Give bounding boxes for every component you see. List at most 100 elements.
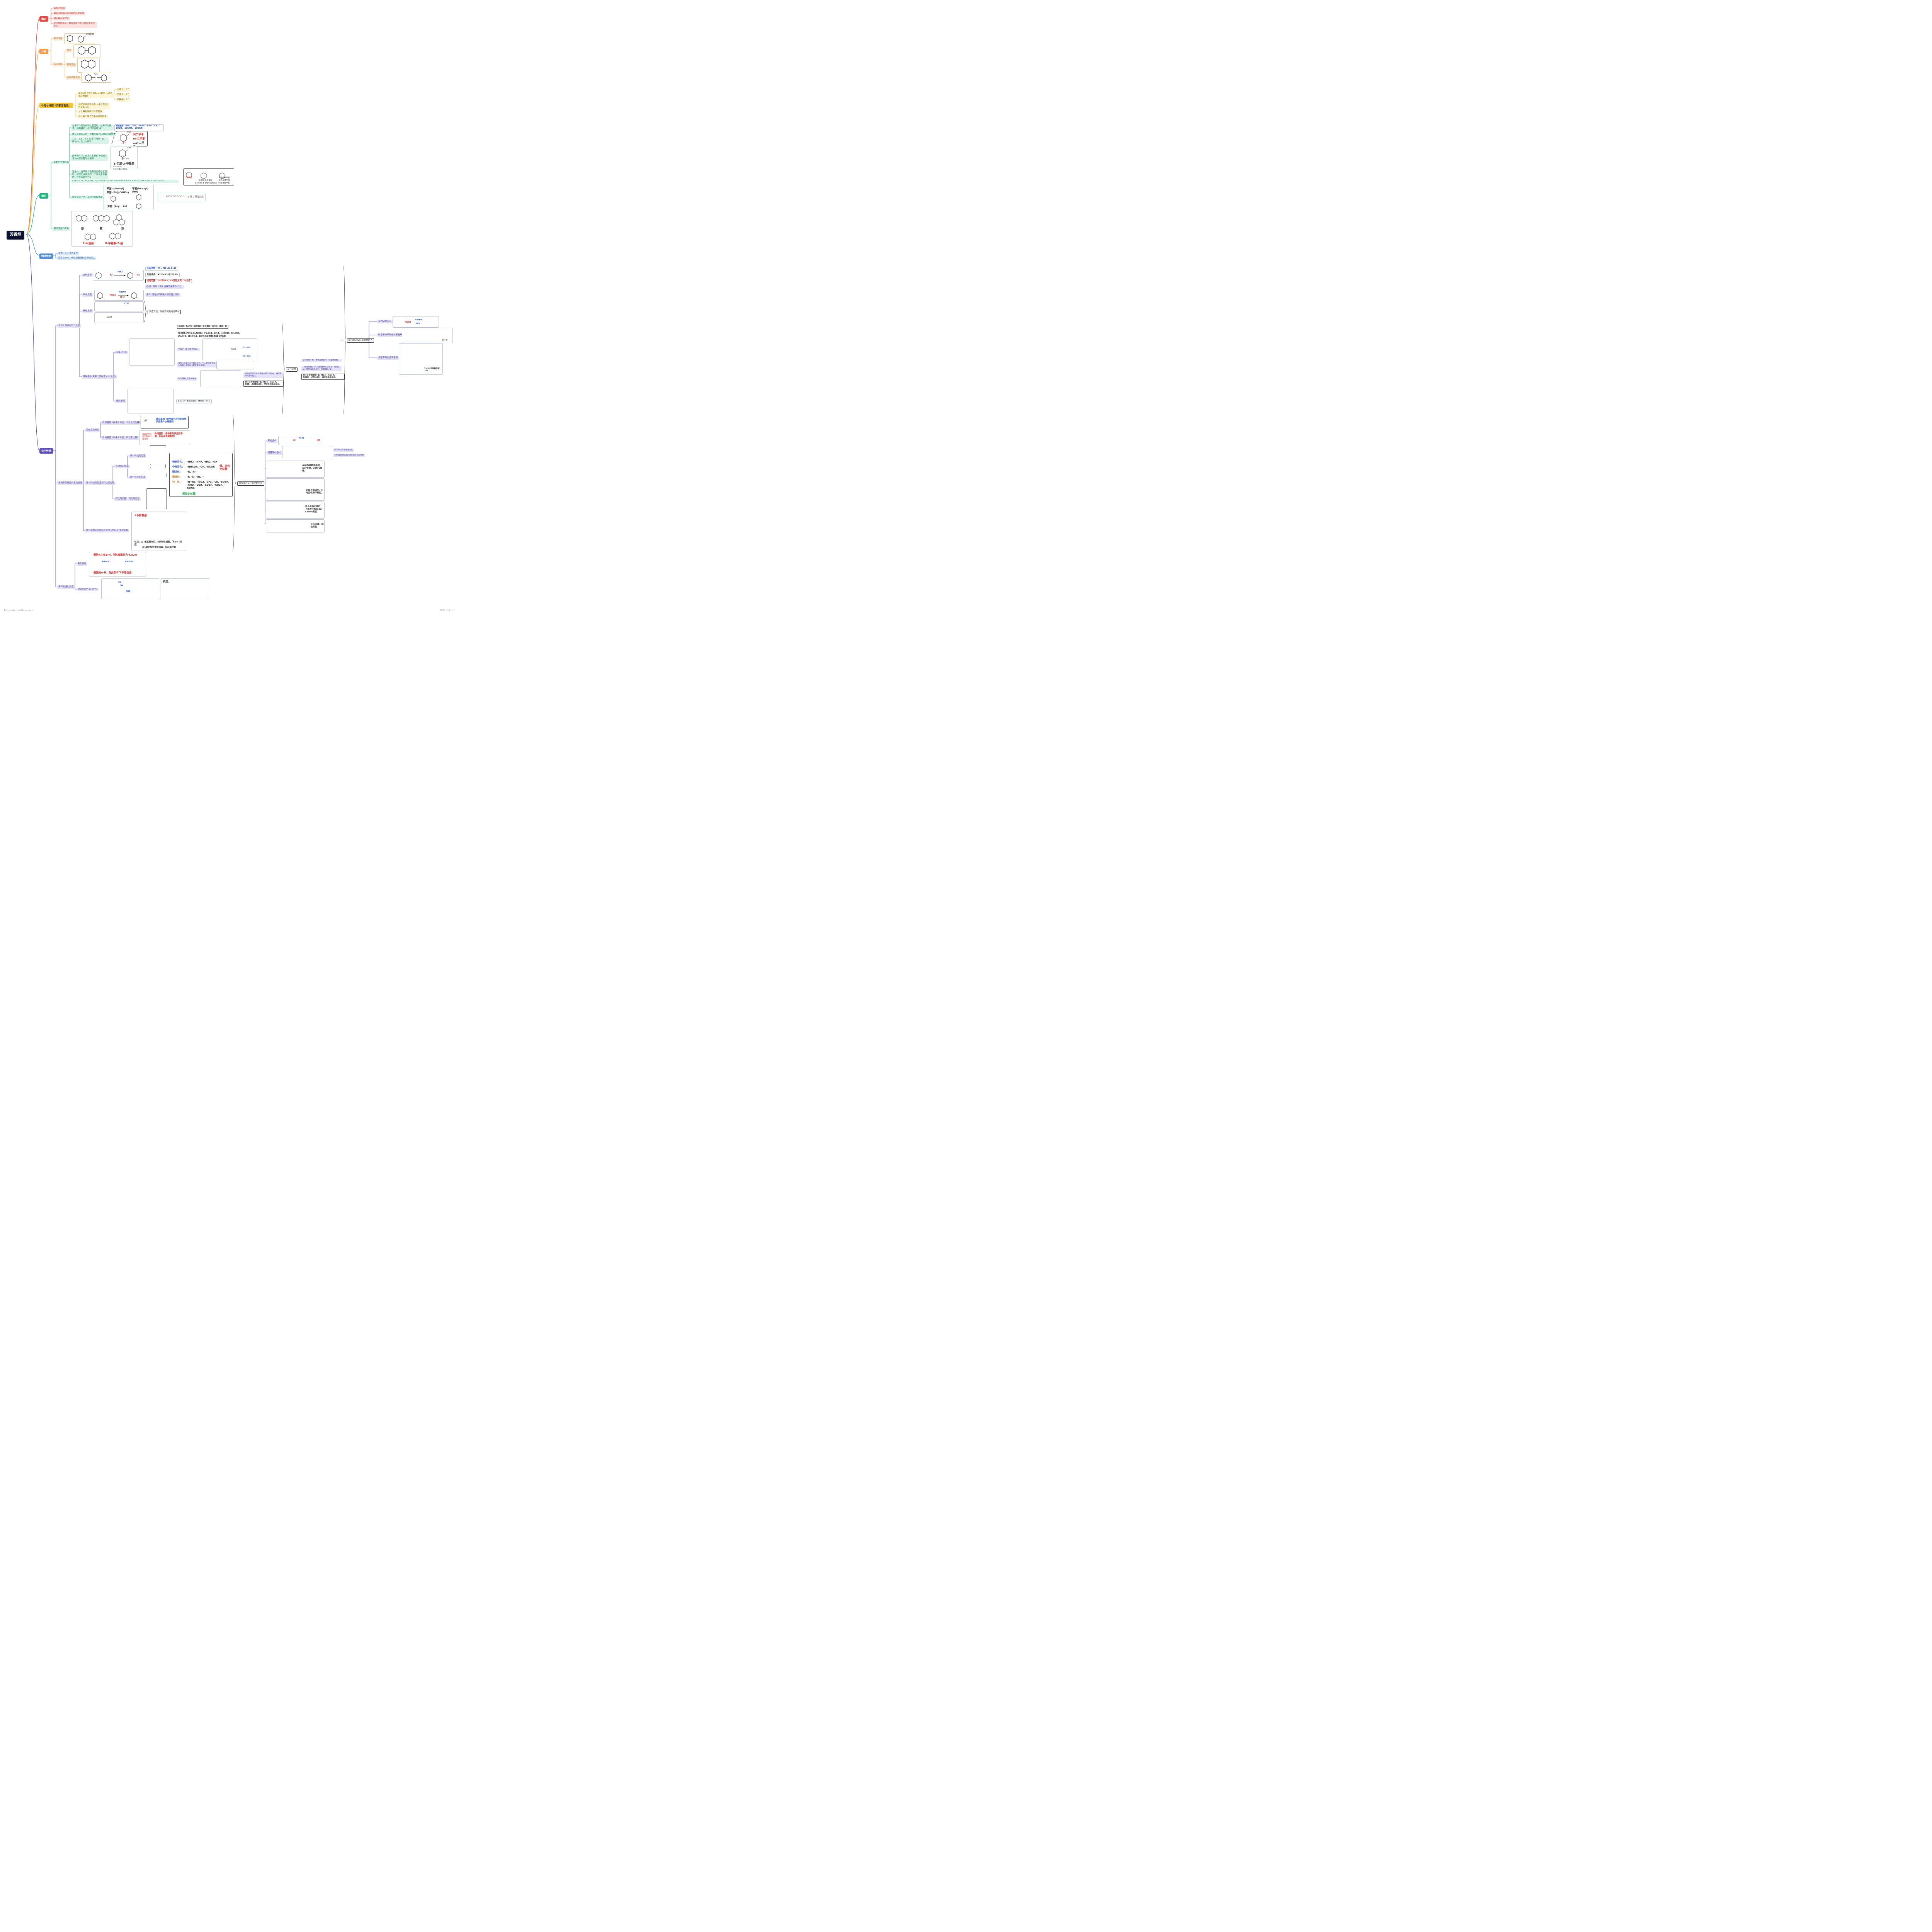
aniline-note: 为弱亲电试剂，只与活化芳环反应。 bbox=[306, 489, 323, 494]
substituent-effect-title[interactable]: 取代基对反应影响的例子 bbox=[347, 338, 374, 343]
reactivity-branch[interactable]: 反应活性 bbox=[286, 367, 298, 372]
nitrobenzene-example-box bbox=[146, 488, 167, 509]
meta-directors-sub[interactable]: 间位定位基 bbox=[128, 497, 141, 501]
physical-node[interactable]: 物理性质 bbox=[39, 253, 53, 259]
reactivity-note-2[interactable]: 产物芳基酮与AlCl3络合使AlCl3失活，需要多加，酸酐作酰化试剂，AlCl3… bbox=[301, 366, 342, 371]
naming-rule-4[interactable]: 同等条件下，给英文名称的字母顺序靠前的取代基较小编号 bbox=[71, 155, 108, 161]
alkylation-catalyst-list[interactable]: 常用催化剂无水AlCl3, FeCl3, BF3, 无水HF, SnCl2, Z… bbox=[178, 332, 240, 338]
sulfonation-note[interactable]: 反应可逆，常用浓硫酸进行磺化 bbox=[148, 310, 181, 314]
polyalkylation-label[interactable]: F-C烷基化反应局限性 bbox=[177, 378, 197, 381]
op-meta-classification[interactable]: 强邻对位定位基和间位定位基 bbox=[85, 481, 116, 485]
nitrobenzene-harder[interactable]: 硝基苯继续硝化比苯困难 bbox=[377, 333, 403, 337]
concept-item-2[interactable]: 具有平面和闭合平面的环状结构 bbox=[53, 12, 85, 15]
acylation-label[interactable]: 酰化反应 bbox=[115, 400, 126, 403]
radical-halogenation-label[interactable]: 侧链的卤代 (α-卤代) bbox=[77, 588, 99, 591]
fused-label[interactable]: 稠环芳烃 bbox=[66, 63, 77, 67]
huckel-rule-4[interactable]: 环上每个原子均参与共轭体系 bbox=[77, 115, 108, 119]
halogen-reactivity[interactable]: 反应活性：F2>Cl2>Br2>I2 bbox=[145, 267, 178, 271]
nitration-label[interactable]: 硝化反应 bbox=[82, 293, 93, 297]
concept-node[interactable]: 概念 bbox=[39, 16, 48, 22]
polyphenyl-label[interactable]: 多苯代脂肪烃 bbox=[66, 76, 81, 80]
single-ring-label[interactable]: 单环芳烃 bbox=[53, 37, 64, 41]
huckel-rule-2[interactable]: 环状平面共轭体系, π电子数为6, 符合4n+2 bbox=[77, 103, 111, 109]
alkylbenzene-easier[interactable]: 烷基苯硝化比苯容易 bbox=[377, 356, 399, 360]
halogen-scope[interactable]: 适用范围：Cl2和Br2，F2活性太高，I2太低 bbox=[145, 279, 192, 283]
side-chain-reactions[interactable]: 苯环侧链的反应 bbox=[57, 585, 75, 589]
huckel-node[interactable]: 休克尔规则（判断芳香性） bbox=[39, 103, 73, 108]
benzene-halogenation-2[interactable]: 苯的卤代 bbox=[267, 439, 278, 443]
huckel-rule-3[interactable]: 分子具有平面的环状结构 bbox=[77, 110, 104, 114]
rearrangement-note[interactable]: 当引入烷基为三个碳以上时，引入的烷基会发生碳链异构现象（碳正离子重排） bbox=[177, 362, 216, 367]
meta-directors[interactable]: 间位定位基 bbox=[114, 497, 128, 501]
substituent-effect-title-2[interactable]: 取代基对反应影响的例子 bbox=[237, 481, 264, 486]
weak-op-directors[interactable]: 弱邻对位定位基 bbox=[129, 476, 147, 479]
synthesis-application[interactable]: 取代基的定位效应在合成上的应用 bbox=[85, 529, 120, 532]
naming-rule-5[interactable]: 选主体：当苯环上连有高优特性基团时，按优先次序选择一个作为主体基团，将在该编号为… bbox=[71, 170, 108, 179]
concept-item-3[interactable]: 键长具有平均化 bbox=[53, 17, 70, 20]
halogen-application[interactable]: 应用：芳环上引入卤素的主要方法之一 bbox=[145, 285, 185, 289]
sulfonation-label[interactable]: 磺化反应 bbox=[82, 310, 93, 313]
orienting-group-classes[interactable]: 定位基的分类 bbox=[85, 429, 100, 432]
protect-amine-label[interactable]: 保护氨基 bbox=[118, 529, 129, 532]
halogenation-label[interactable]: 卤代反应 bbox=[82, 274, 93, 277]
strong-activation-label: 强烈活化： bbox=[172, 461, 184, 463]
xylene-name-2: m-二甲苯 bbox=[133, 137, 145, 140]
aminobromophenol-english: 3-amino-5-bromophenol bbox=[195, 182, 218, 184]
acylation-note[interactable]: 酰化试剂：酰卤或酸酐；催化剂：AlCl3 bbox=[176, 400, 212, 403]
naming-rule-1[interactable]: 当苯环上无高优特性基团时，以苯环为母体，称某基苯，有时可省略“基” bbox=[71, 124, 114, 131]
naming-rule-6[interactable]: 在复杂分子中，苯可作为取代基 bbox=[71, 196, 104, 199]
fc-limitation[interactable]: 苯环上有强吸电子基(-NO2、-SO3H、-COR、-CO2H)等时，不发生烷基… bbox=[243, 381, 284, 387]
acylation-equations-box bbox=[128, 389, 174, 413]
alkyl-halogen-note-1[interactable]: 较苯取代的苯容易发生 bbox=[333, 449, 354, 452]
alkyl-halogen-note-2[interactable]: 主要得到的烷基的邻位和对位取代物 bbox=[333, 454, 365, 457]
dinitro-few: 极少量 bbox=[442, 339, 448, 341]
nitration-hno3: HNO3 bbox=[110, 294, 116, 296]
biphenyl-structure bbox=[78, 46, 96, 55]
concept-item-4[interactable]: 化学性质稳定，易发生取代而不易发生加成反应 bbox=[53, 22, 97, 28]
physical-item-1[interactable]: 液态，无、多为毒性 bbox=[57, 252, 79, 255]
ortho-para-directors[interactable]: 邻对位定位基 bbox=[114, 465, 130, 468]
xylene-name-1: 间二甲苯 bbox=[133, 133, 144, 136]
fused-naming-label[interactable]: 稠环芳烃的命名 bbox=[53, 227, 70, 231]
huckel-rule-1[interactable]: 离域π电子数符合4n+2要求（n为0或正整数） bbox=[77, 92, 115, 98]
alkylation-label[interactable]: 烷基化反应 bbox=[115, 351, 128, 354]
benzene-nitration-example[interactable]: 苯的硝化反应 bbox=[377, 320, 393, 323]
fc-deactivated-note: 环上有钝化基时，不能发生Friedel-Crafts反应 bbox=[305, 505, 323, 513]
benzaldehyde-name: 苯甲醛 bbox=[186, 177, 192, 179]
alkylation-catalyst[interactable]: 催化剂：FeCl3、AlCl3等；烷化试剂：卤代烃、烯烃、醇 bbox=[177, 325, 228, 329]
sulfonation-reverse-so3h: SO3H bbox=[107, 316, 112, 318]
rearrangement-alcl3: AlCl3 bbox=[231, 349, 236, 350]
biphenyl-label[interactable]: 联苯 bbox=[66, 49, 73, 53]
reactivity-note-3[interactable]: 苯环上有强吸电子基(-NO2、-SO3H、-CO2H、-COR)等时，难发生酰化… bbox=[301, 374, 345, 380]
strong-op-directors[interactable]: 强邻对位定位基 bbox=[129, 454, 147, 458]
reactivity-note-1[interactable]: 没有重排产物，苯环最易取代，制备芳香酮。 bbox=[301, 359, 342, 362]
nitration-h2so4: H2SO4 bbox=[119, 291, 126, 293]
physical-item-2[interactable]: 密度比水小，但比同碳数的烷烃的度大 bbox=[57, 257, 97, 260]
alkylbenzene-halogenation[interactable]: 烷基苯的卤代 bbox=[267, 451, 282, 455]
priority-order[interactable]: -CO2H > -SO3H > -O(CO2)> -COOR > -COX > … bbox=[71, 180, 179, 183]
chemical-node[interactable]: 化学性质 bbox=[39, 448, 53, 454]
huckel-count-1[interactable]: 双键碳：1个 bbox=[116, 98, 131, 102]
nitration-note[interactable]: 条件: 混酸 (浓硝酸+浓硫酸), 加热 bbox=[145, 293, 181, 297]
halogen-condition[interactable]: 反应条件：X2/FeX3 或 X2/Fe bbox=[145, 273, 180, 277]
naming-rule-2[interactable]: 命名多取代苯时，以数字编号标明取代基位置 bbox=[71, 133, 117, 136]
deactivating-groups[interactable]: 致钝基团（吸电子效应；间位定位基） bbox=[101, 436, 141, 440]
methylnaphthalene-name: 2-甲基萘 bbox=[83, 242, 94, 245]
friedel-crafts-label[interactable]: 傅瑞德尔-克莱夫茨反应 (F-C反应) bbox=[82, 375, 117, 379]
rearrangement-label[interactable]: “重排”（碳正离子重排） bbox=[177, 348, 200, 351]
activating-groups[interactable]: 致活基团（给电子效应；邻对位定位基） bbox=[101, 421, 143, 425]
concept-item-1[interactable]: 高度不饱和 bbox=[53, 7, 66, 10]
orientation-rule[interactable]: 亲电取代反应的定位规律 bbox=[57, 481, 83, 485]
root-node[interactable]: 芳香烃 bbox=[7, 231, 24, 240]
multi-ring-label[interactable]: 多环芳烃 bbox=[53, 63, 64, 66]
huckel-count-2[interactable]: 负离子：2个 bbox=[116, 93, 131, 97]
huckel-count-0[interactable]: 正离子：0个 bbox=[116, 88, 131, 92]
naming-node[interactable]: 命名 bbox=[39, 193, 48, 199]
polyalkylation-note[interactable]: 烷基化反应不易停留在一取代的阶段，通常有多烷基苯生成。 bbox=[243, 372, 283, 378]
electrophilic-substitution[interactable]: 苯环上的亲电取代反应 bbox=[57, 324, 81, 328]
mechanism-label: 机理： bbox=[163, 580, 171, 583]
oxidation-label[interactable]: 氧化反应 bbox=[77, 562, 88, 566]
benzene-derivative-naming[interactable]: 苯的衍生物命名 bbox=[53, 161, 70, 164]
classify-node[interactable]: 分类 bbox=[39, 49, 48, 54]
naming-rule-3[interactable]: 1,2-、1,3-、1,4-位置可用邻 (o)、间 (m)、对 (p)表示 bbox=[71, 138, 109, 144]
